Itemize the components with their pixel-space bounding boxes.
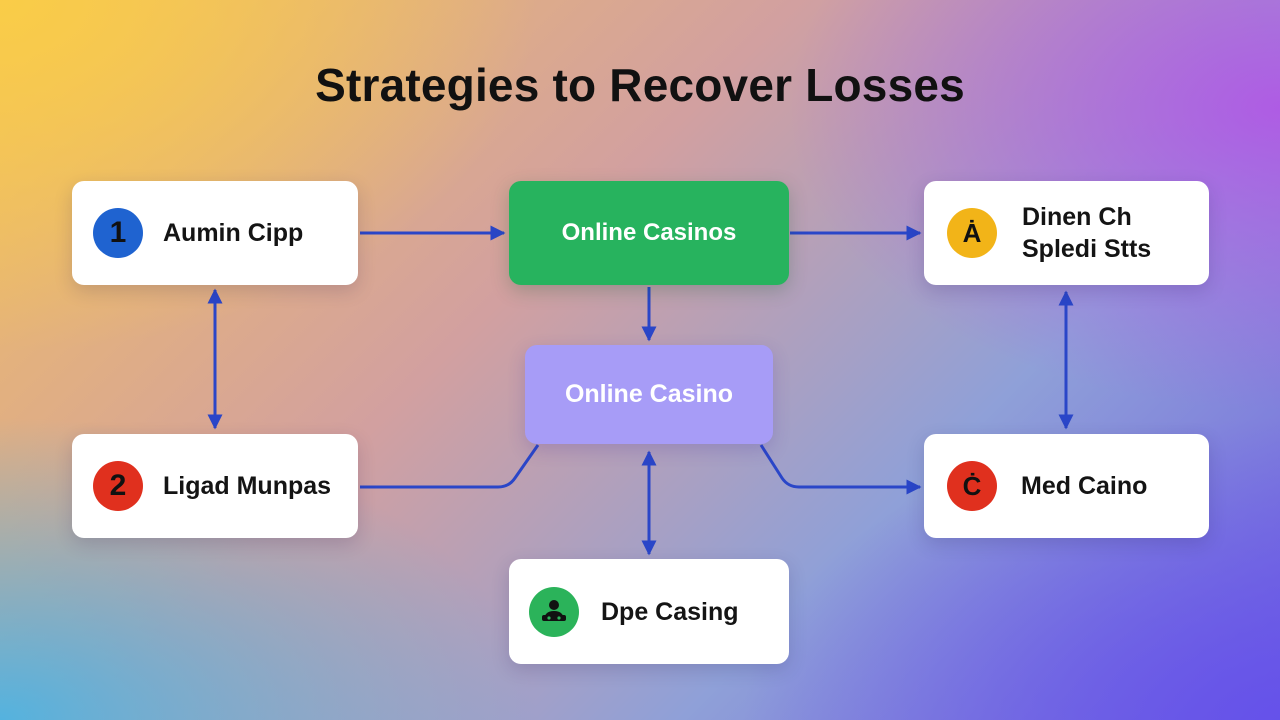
node-bottom-center: Dpe Casing: [509, 559, 789, 664]
node-top-center: Online Casinos: [509, 181, 789, 285]
node-top-right-label-line2: Spledi Stts: [1022, 235, 1152, 263]
node-top-left: 1 Aumin Cipp: [72, 181, 358, 285]
diagram-title: Strategies to Recover Losses: [315, 59, 965, 111]
node-top-left-label: Aumin Cipp: [163, 219, 304, 247]
node-bottom-right: Ċ Med Caino: [924, 434, 1209, 538]
node-middle-center: Online Casino: [525, 345, 773, 444]
connector-middle-to-bottomleft: [360, 444, 540, 489]
letter-a-badge: Ȧ: [947, 208, 997, 258]
arrow-middle-to-bottomright: [759, 444, 922, 495]
node-top-center-label: Online Casinos: [561, 219, 737, 246]
node-middle-center-label: Online Casino: [564, 380, 734, 408]
gambler-icon: [529, 586, 579, 637]
number-two-badge: 2: [93, 461, 143, 511]
node-bottom-center-label: Dpe Casing: [601, 597, 739, 626]
node-top-right-labels: Dinen Ch Spledi Stts: [1022, 201, 1151, 265]
node-bottom-right-label: Med Caino: [1021, 472, 1148, 500]
letter-c-badge: Ċ: [947, 461, 997, 511]
node-top-right: Ȧ Dinen Ch Spledi Stts: [924, 181, 1209, 285]
node-top-right-label-line1: Dinen Ch: [1022, 203, 1132, 231]
number-one-badge: 1: [93, 208, 143, 258]
node-bottom-left: 2 Ligad Munpas: [72, 434, 358, 538]
node-bottom-left-label: Ligad Munpas: [163, 472, 332, 500]
